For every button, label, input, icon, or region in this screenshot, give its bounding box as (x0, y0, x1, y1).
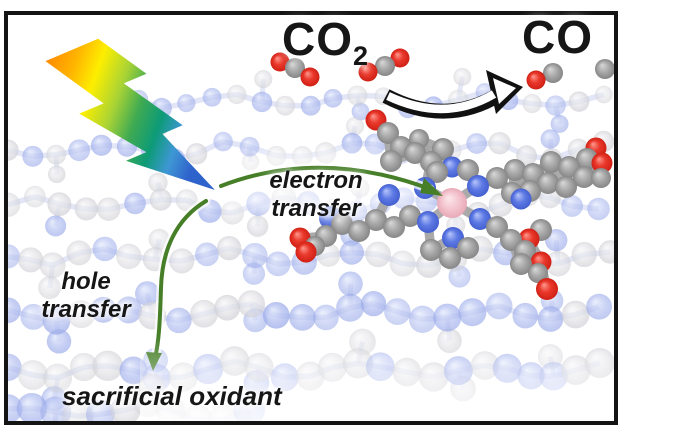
catalyst-molecule (289, 109, 613, 300)
hole-transfer-line2: transfer (41, 296, 131, 323)
electron-transfer-line2: transfer (271, 195, 361, 222)
bottom-fade (140, 336, 614, 421)
co2-formula-text: CO (282, 13, 353, 65)
gas-molecules (270, 48, 614, 90)
co-formula-text: CO (522, 11, 593, 63)
lightning-bolt-icon (45, 38, 215, 190)
co2-subscript: 2 (353, 41, 369, 71)
figure-border (4, 11, 618, 425)
co-label: CO (522, 14, 593, 60)
sacrificial-oxidant-label: sacrificial oxidant (62, 381, 282, 411)
co2-label: CO2 (282, 16, 368, 70)
electron-transfer-arrow-icon (216, 163, 443, 196)
electron-transfer-line1: electron (269, 167, 363, 194)
hole-transfer-line1: hole (61, 268, 111, 295)
reaction-arrow-icon (382, 70, 523, 119)
hole-transfer-label: hole transfer (26, 268, 146, 324)
electron-transfer-label: electron transfer (246, 167, 386, 223)
